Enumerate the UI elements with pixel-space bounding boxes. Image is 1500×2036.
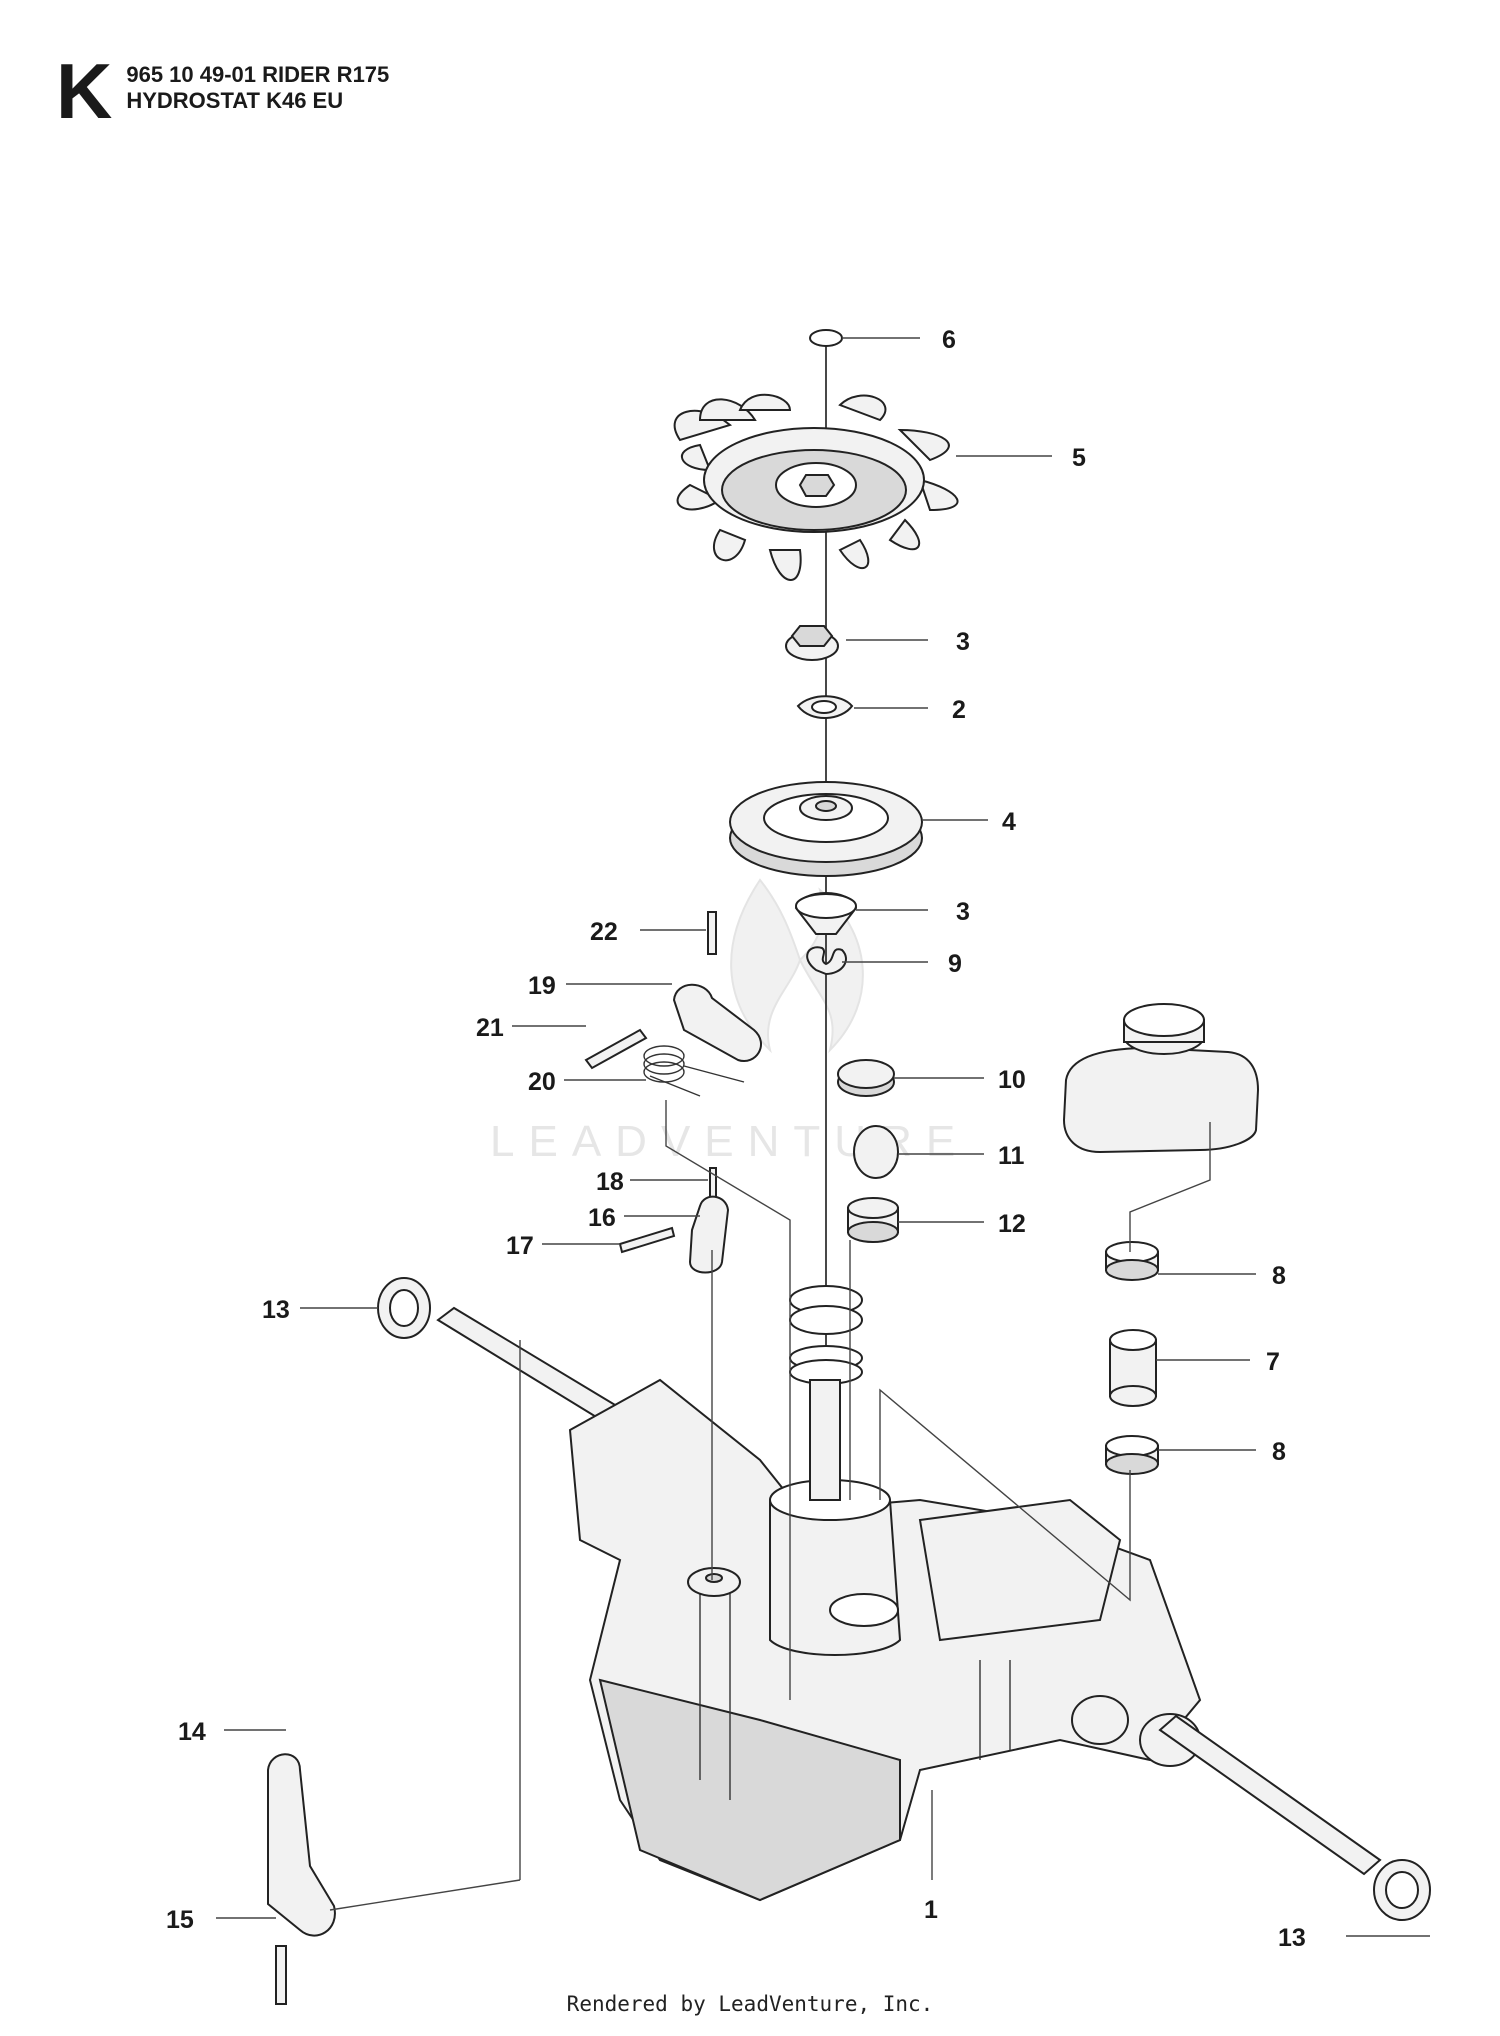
control-arm-part bbox=[672, 983, 762, 1063]
axle-seal-left-part bbox=[377, 1277, 431, 1339]
lower-hub-part bbox=[794, 892, 858, 935]
lever-arm-part bbox=[688, 1195, 730, 1274]
callout-13-left: 13 bbox=[262, 1296, 290, 1324]
oil-tank-part bbox=[1062, 1003, 1260, 1154]
callout-17: 17 bbox=[506, 1232, 534, 1260]
arm-pin-part bbox=[584, 1028, 648, 1070]
spring-washer-part bbox=[796, 695, 854, 720]
render-credit: Rendered by LeadVenture, Inc. bbox=[566, 1992, 934, 2016]
callout-2: 2 bbox=[952, 696, 966, 724]
callout-14: 14 bbox=[178, 1718, 206, 1746]
lever-pin-part bbox=[618, 1226, 676, 1254]
callout-9: 9 bbox=[948, 950, 962, 978]
header-lines: 965 10 49-01 RIDER R175 HYDROSTAT K46 EU bbox=[126, 56, 389, 114]
callout-8-lower: 8 bbox=[1272, 1438, 1286, 1466]
shaft-bearing-part bbox=[789, 1285, 863, 1385]
callout-11: 11 bbox=[998, 1142, 1025, 1170]
plug-part bbox=[853, 1125, 899, 1179]
assembly-title: HYDROSTAT K46 EU bbox=[126, 88, 344, 113]
callout-12: 12 bbox=[998, 1210, 1026, 1238]
roll-pin-part bbox=[707, 911, 717, 955]
torsion-spring-part bbox=[643, 1045, 745, 1097]
brake-lever-part bbox=[267, 1753, 336, 1937]
callout-18: 18 bbox=[596, 1168, 624, 1196]
callout-5: 5 bbox=[1072, 444, 1086, 472]
diagram-header: K 965 10 49-01 RIDER R175 HYDROSTAT K46 … bbox=[56, 47, 389, 135]
callout-leader-lines bbox=[216, 337, 1430, 1937]
callout-4: 4 bbox=[1002, 808, 1016, 836]
callout-8-upper: 8 bbox=[1272, 1262, 1286, 1290]
callout-22: 22 bbox=[590, 918, 618, 946]
bushing-part bbox=[847, 1197, 899, 1243]
callout-labels: 6 5 3 2 4 3 9 10 11 12 8 7 8 13 13 14 15… bbox=[166, 326, 1306, 1952]
axle-seal-right-part bbox=[1373, 1859, 1431, 1921]
callout-21: 21 bbox=[476, 1014, 504, 1042]
callout-10: 10 bbox=[998, 1066, 1026, 1094]
callout-6: 6 bbox=[942, 326, 956, 354]
cooling-fan-part bbox=[673, 393, 959, 581]
cap-part bbox=[837, 1059, 895, 1097]
transaxle-housing-part bbox=[568, 1378, 1202, 1902]
hose-part bbox=[1109, 1329, 1157, 1407]
callout-1: 1 bbox=[924, 1896, 938, 1924]
callout-20: 20 bbox=[528, 1068, 556, 1096]
callout-13-right: 13 bbox=[1278, 1924, 1306, 1952]
lever-roll-pin-part bbox=[275, 1945, 287, 2005]
right-axle-part bbox=[1158, 1714, 1382, 1876]
assembly-guide-lines bbox=[329, 1100, 1211, 1911]
callout-3-lower: 3 bbox=[956, 898, 970, 926]
hub-nut-part bbox=[785, 625, 839, 661]
drive-pulley-part bbox=[729, 781, 923, 877]
model-number: 965 10 49-01 RIDER R175 bbox=[126, 62, 390, 87]
section-letter: K bbox=[56, 47, 113, 135]
hose-clamp-bottom-part bbox=[1105, 1435, 1159, 1475]
callout-19: 19 bbox=[528, 972, 556, 1000]
callout-15: 15 bbox=[166, 1906, 194, 1934]
callout-16: 16 bbox=[588, 1204, 616, 1232]
retaining-ring-part bbox=[809, 329, 843, 347]
callout-3-upper: 3 bbox=[956, 628, 970, 656]
callout-7: 7 bbox=[1266, 1348, 1280, 1376]
hose-clamp-top-part bbox=[1105, 1241, 1159, 1281]
